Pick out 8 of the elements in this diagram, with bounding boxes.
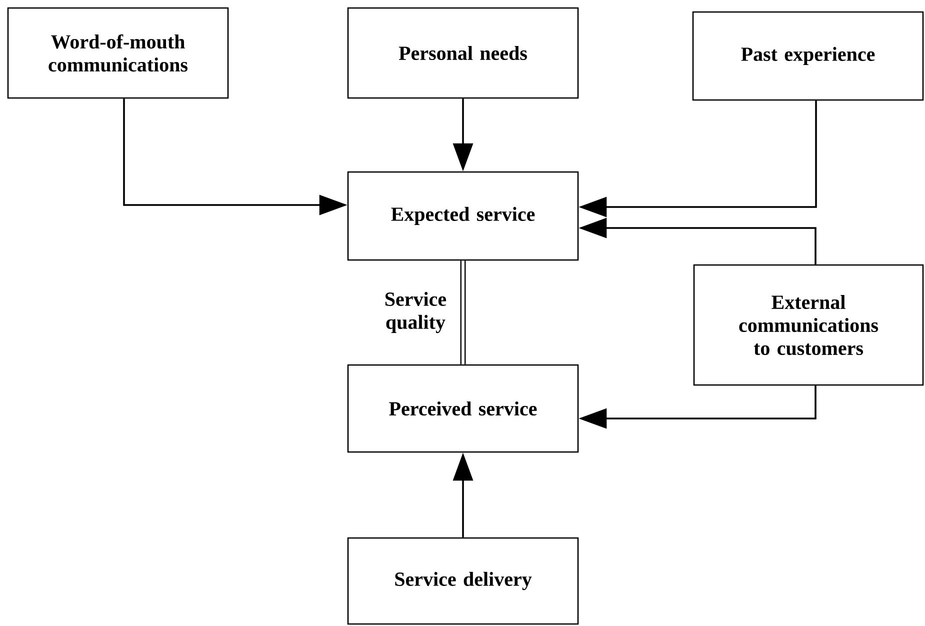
process-box: Perceived service bbox=[347, 364, 579, 453]
process-box: Expected service bbox=[347, 171, 579, 261]
process-box: External communications to customers bbox=[693, 264, 924, 386]
process-box: Word-of-mouth communications bbox=[7, 7, 229, 99]
process-box: Service delivery bbox=[347, 537, 579, 625]
process-box: Past experience bbox=[692, 11, 924, 101]
process-box: Personal needs bbox=[347, 7, 579, 99]
edge-label: Service quality bbox=[385, 292, 446, 334]
